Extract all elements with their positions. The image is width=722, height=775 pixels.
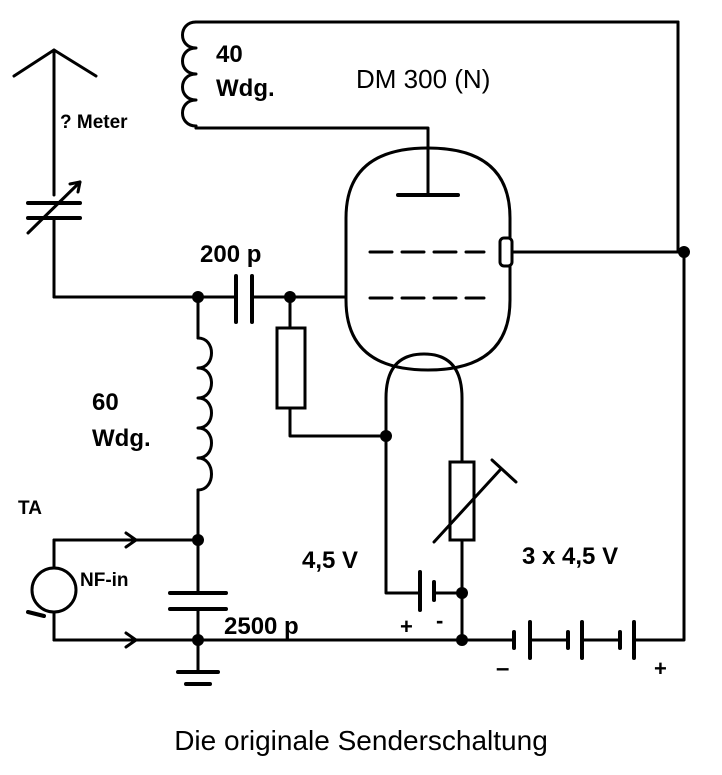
coil-left-unit: Wdg. xyxy=(92,425,151,452)
junction-dots xyxy=(192,246,690,646)
capacitor-bottom-label: 2500 p xyxy=(224,613,299,640)
vacuum-tube xyxy=(344,146,686,464)
variable-capacitor xyxy=(26,180,82,299)
tube-filament xyxy=(384,352,464,464)
heater-voltage-label: 4,5 V xyxy=(302,547,358,574)
heater-rheostat xyxy=(432,458,518,595)
coil-60-turns xyxy=(196,295,213,595)
antenna-length-label: ? Meter xyxy=(60,112,128,133)
antenna-symbol xyxy=(12,48,98,197)
heater-minus-sign: - xyxy=(436,608,443,633)
ground-icon xyxy=(176,670,220,686)
tube-label: DM 300 (N) xyxy=(356,64,490,94)
coil-left-turns: 60 xyxy=(92,389,119,416)
grid-capacitor-label: 200 p xyxy=(200,241,261,268)
tube-side-pin xyxy=(498,236,514,268)
anode-battery xyxy=(512,250,686,660)
coil-40-turns xyxy=(181,20,680,254)
grid-capacitor-200p xyxy=(52,274,348,324)
ta-label: TA xyxy=(18,498,42,519)
grid-leak-resistor xyxy=(275,295,388,438)
diagram-caption: Die originale Senderschaltung xyxy=(174,725,548,756)
coil-top-unit: Wdg. xyxy=(216,75,275,102)
heater-plus-sign: + xyxy=(400,614,413,639)
nf-in-label: NF-in xyxy=(80,570,129,591)
coil-top-turns: 40 xyxy=(216,41,243,68)
battery-minus-sign: – xyxy=(496,655,509,682)
capacitor-2500p xyxy=(168,591,228,674)
anode-battery-label: 3 x 4,5 V xyxy=(522,543,618,570)
microphone-icon xyxy=(26,531,200,649)
battery-plus-sign: + xyxy=(654,656,667,681)
